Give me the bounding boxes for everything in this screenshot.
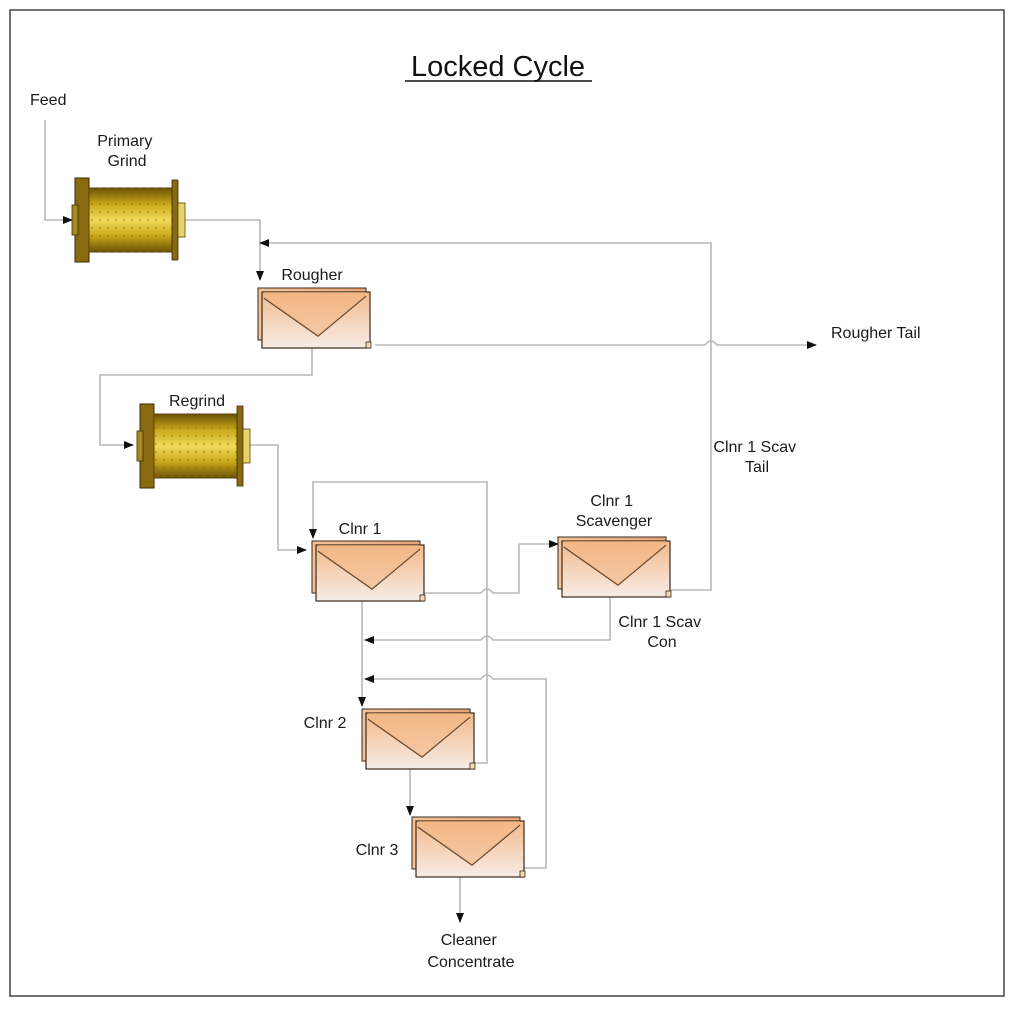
clnr1-cell xyxy=(311,540,426,602)
clnr2-label: Clnr 2 xyxy=(304,715,347,732)
flow-rougher-to-regrind xyxy=(99,335,313,449)
clnr1-scavenger-cell xyxy=(557,536,672,598)
clnr3-cell xyxy=(411,816,526,878)
primary-grind-label: Primary Grind xyxy=(97,133,157,170)
rougher-cell xyxy=(257,287,372,349)
clnr1-scav-tail-label: Clnr 1 Scav Tail xyxy=(713,439,800,476)
flow-clnr3-tail-recycle xyxy=(364,674,547,869)
flow-scav-tail-recycle xyxy=(259,239,712,591)
regrind-label: Regrind xyxy=(169,393,225,410)
flow-grind-to-rougher xyxy=(185,219,264,281)
clnr1-label: Clnr 1 xyxy=(339,521,382,538)
feed-label: Feed xyxy=(30,92,66,109)
flow-clnr2-tail-recycle xyxy=(309,481,488,764)
flow-regrind-to-clnr1 xyxy=(250,444,307,554)
flow-feed xyxy=(44,120,73,224)
clnr3-label: Clnr 3 xyxy=(356,842,399,859)
primary-grind-mill xyxy=(71,177,186,263)
rougher-tail-label: Rougher Tail xyxy=(831,325,921,342)
clnr1-scavenger-label: Clnr 1 Scavenger xyxy=(576,493,653,530)
clnr1-scav-con-label: Clnr 1 Scav Con xyxy=(618,614,705,651)
flow-clnr1-to-scavenger xyxy=(413,540,559,594)
rougher-label: Rougher xyxy=(281,267,343,284)
clnr2-cell xyxy=(361,708,476,770)
cleaner-concentrate-label: Cleaner Concentrate xyxy=(427,932,514,971)
regrind-mill xyxy=(136,403,251,489)
flow-scav-con-recycle xyxy=(364,590,611,644)
diagram-title: Locked Cycle xyxy=(411,51,585,83)
